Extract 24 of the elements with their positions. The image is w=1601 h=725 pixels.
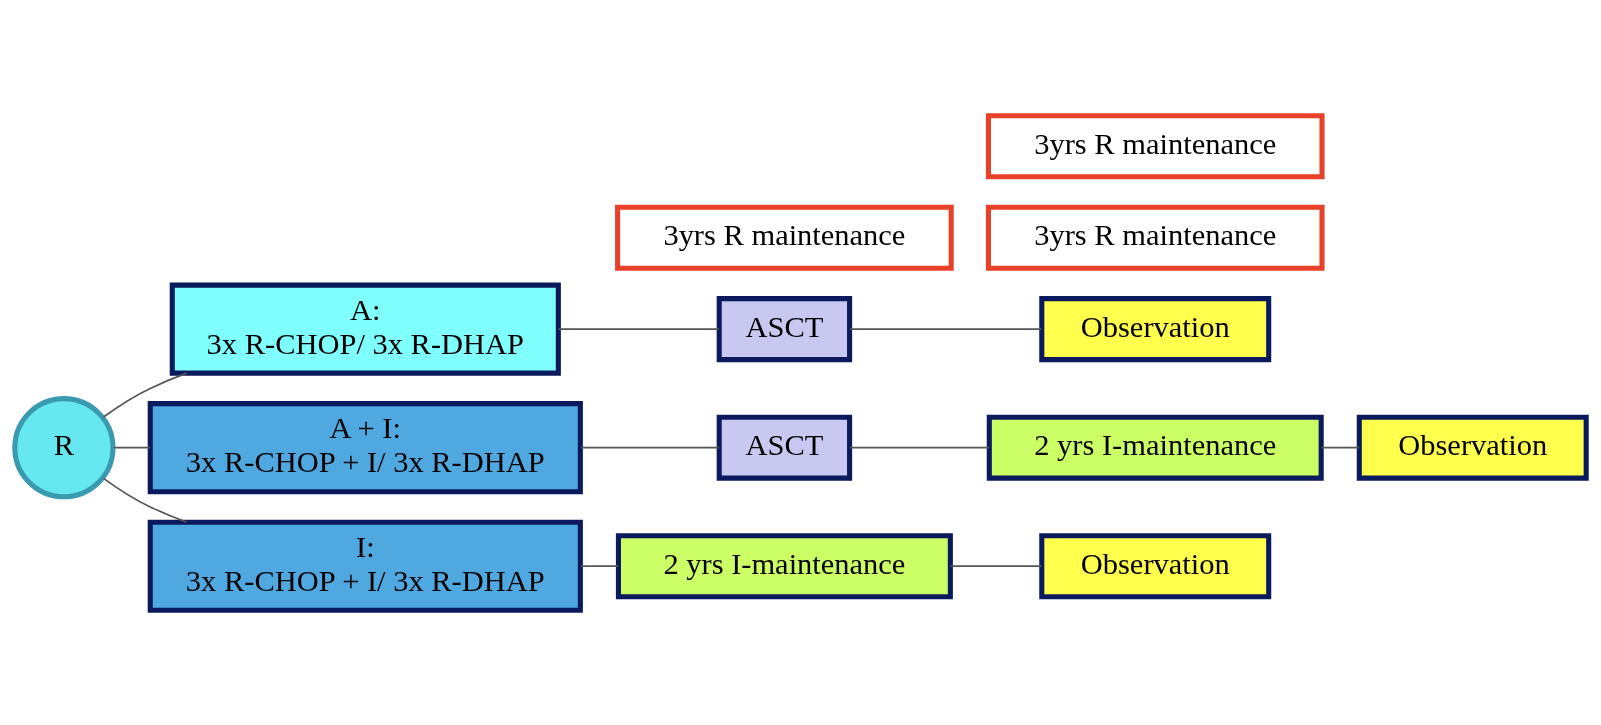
node-box: 2 yrs I-maintenance	[615, 532, 953, 599]
connector	[580, 564, 620, 567]
node-box: Observation	[1039, 532, 1272, 599]
node-box: 3yrs R maintenance	[985, 204, 1325, 271]
node-box: I: 3x R-CHOP + I/ 3x R-DHAP	[147, 519, 583, 613]
connector	[849, 327, 1043, 330]
node-circle: R	[12, 395, 116, 499]
connector	[1320, 446, 1360, 448]
node-box: A: 3x R-CHOP/ 3x R-DHAP	[169, 282, 561, 376]
node-box: 3yrs R maintenance	[985, 112, 1325, 179]
node-box: A + I: 3x R-CHOP + I/ 3x R-DHAP	[147, 400, 583, 494]
connector	[102, 477, 188, 523]
node-box: Observation	[1039, 295, 1272, 362]
node-box: Observation	[1356, 414, 1589, 481]
node-box: 3yrs R maintenance	[615, 204, 954, 271]
connector	[949, 564, 1043, 567]
node-box: ASCT	[716, 414, 853, 481]
connector	[112, 446, 152, 448]
node-box: 2 yrs I-maintenance	[986, 414, 1324, 481]
node-box: ASCT	[716, 295, 853, 362]
connector	[557, 327, 720, 330]
connector	[102, 371, 188, 418]
connector	[849, 446, 991, 448]
connector	[580, 446, 720, 448]
